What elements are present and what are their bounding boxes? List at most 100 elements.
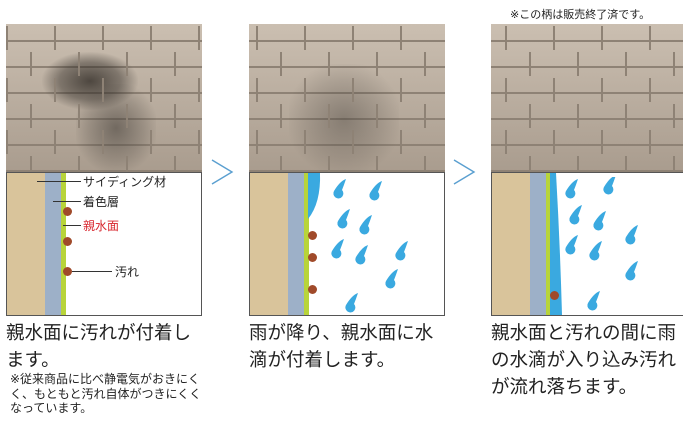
leader-line xyxy=(53,201,81,202)
water-drop-icon xyxy=(589,241,602,261)
panel-dirt-washes-off xyxy=(491,24,683,316)
brick-joint xyxy=(328,156,330,180)
water-drop-icon xyxy=(395,241,408,261)
water-drop-icon xyxy=(385,269,398,289)
brick-joint xyxy=(529,104,531,128)
caption-step-3: 親水面と汚れの間に雨の水滴が入り込み汚れが流れ落ちます。 xyxy=(491,323,677,398)
caption-step-1: 親水面に汚れが付着します。 xyxy=(6,323,192,371)
discontinued-note: ※この柄は販売終了済です。 xyxy=(510,8,651,21)
brick-joint xyxy=(150,130,152,154)
panel-before-rain: サイディング材 着色層 親水面 汚れ xyxy=(6,24,202,316)
brick-joint xyxy=(553,130,555,154)
dirt-stain xyxy=(76,84,156,172)
brick-joint xyxy=(577,52,579,76)
water-drop-icon xyxy=(625,261,638,281)
brick-joint xyxy=(30,156,32,180)
brick-joint xyxy=(328,104,330,128)
brick-joint xyxy=(126,52,128,76)
leader-line xyxy=(63,225,81,226)
brick-joint xyxy=(54,78,56,102)
dirt-stain xyxy=(289,64,399,174)
water-drop-icon xyxy=(603,177,616,195)
brick-joint xyxy=(280,104,282,128)
brick-joint xyxy=(78,104,80,128)
hydrophilic-surface xyxy=(546,173,551,315)
hydrophilic-surface xyxy=(304,173,309,315)
water-drop-icon xyxy=(333,179,346,199)
brick-joint xyxy=(102,26,104,50)
brick-joint xyxy=(400,130,402,154)
brick-joint xyxy=(30,104,32,128)
siding-layer xyxy=(250,173,288,315)
water-drop-icon xyxy=(331,239,344,259)
water-drop-icon xyxy=(565,179,578,199)
siding-wall-photo xyxy=(6,24,202,180)
label-hydrophilic: 親水面 xyxy=(83,219,120,233)
brick-joint xyxy=(649,78,651,102)
brick-joint xyxy=(6,78,8,102)
brick-joint xyxy=(505,78,507,102)
brick-joint xyxy=(54,26,56,50)
brick-joint xyxy=(78,156,80,180)
brick-joint xyxy=(529,156,531,180)
brick-joint xyxy=(352,26,354,50)
color-layer xyxy=(288,173,304,315)
water-drop-icon xyxy=(625,225,638,245)
brick-joint xyxy=(352,78,354,102)
brick-joint xyxy=(673,156,675,180)
brick-joint xyxy=(102,130,104,154)
brick-joint xyxy=(30,52,32,76)
dirt-particle xyxy=(63,237,72,246)
brick-joint xyxy=(102,78,104,102)
water-film xyxy=(550,173,562,315)
water-drop-icon xyxy=(565,235,578,255)
caption-step-2: 雨が降り、親水面に水滴が付着します。 xyxy=(249,323,434,371)
brick-joint xyxy=(280,156,282,180)
dirt-particle xyxy=(63,267,72,276)
brick-joint xyxy=(304,26,306,50)
brick-joint xyxy=(256,130,258,154)
brick-joint xyxy=(174,52,176,76)
brick-joint xyxy=(625,104,627,128)
brick-joint xyxy=(625,52,627,76)
brick-joint xyxy=(376,52,378,76)
brick-joint xyxy=(198,130,200,154)
brick-joint xyxy=(54,130,56,154)
dirt-particle xyxy=(308,231,317,240)
color-layer xyxy=(530,173,546,315)
brick-joint xyxy=(625,156,627,180)
leader-line xyxy=(37,181,81,182)
brick-joint xyxy=(601,130,603,154)
water-drop-icon xyxy=(355,245,368,265)
cross-section xyxy=(249,172,445,316)
brick-joint xyxy=(6,26,8,50)
brick-joint xyxy=(505,26,507,50)
siding-layer xyxy=(7,173,45,315)
label-color-layer: 着色層 xyxy=(83,195,120,209)
brick-joint xyxy=(126,156,128,180)
brick-joint xyxy=(649,130,651,154)
water-film xyxy=(308,173,321,219)
brick-joint xyxy=(601,78,603,102)
brick-joint xyxy=(150,78,152,102)
siding-wall-photo xyxy=(491,24,683,180)
brick-joint xyxy=(673,52,675,76)
water-drop-icon xyxy=(587,291,600,311)
dirt-particle xyxy=(308,285,317,294)
brick-joint xyxy=(376,156,378,180)
dirt-particle xyxy=(63,207,72,216)
water-drop-icon xyxy=(337,209,350,229)
brick-joint xyxy=(174,104,176,128)
label-dirt: 汚れ xyxy=(115,265,140,279)
brick-joint xyxy=(150,26,152,50)
brick-joint xyxy=(198,78,200,102)
brick-joint xyxy=(529,52,531,76)
siding-wall-photo xyxy=(249,24,445,180)
brick-joint xyxy=(577,156,579,180)
raindrops xyxy=(565,177,638,311)
brick-joint xyxy=(649,26,651,50)
brick-joint xyxy=(376,104,378,128)
brick-joint xyxy=(424,52,426,76)
brick-joint xyxy=(400,78,402,102)
brick-joint xyxy=(304,78,306,102)
